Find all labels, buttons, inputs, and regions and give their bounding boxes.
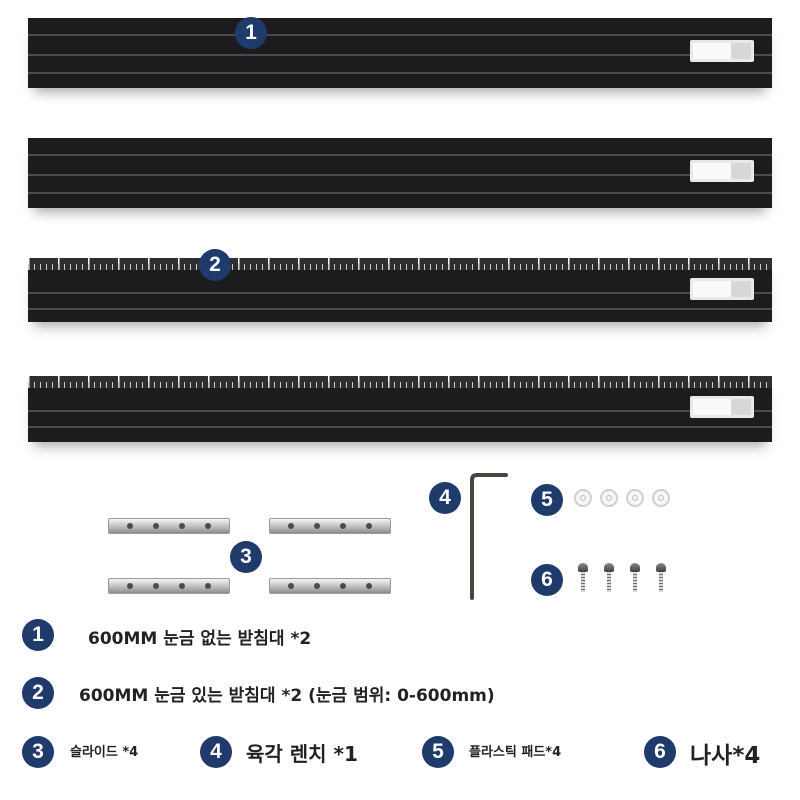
badge-1: 1 xyxy=(235,17,267,49)
rail-groove xyxy=(28,34,772,36)
rail-end-slot xyxy=(690,396,754,418)
screw-icon xyxy=(656,563,668,595)
rail-no-scale-2 xyxy=(28,138,772,208)
slide-bracket-icon xyxy=(108,578,230,594)
legend-badge-5: 5 xyxy=(422,736,454,768)
rail-groove xyxy=(28,54,772,56)
screw-icon xyxy=(630,563,642,595)
rail-groove xyxy=(28,410,772,412)
legend-item-6: 나사*4 xyxy=(690,743,761,769)
rail-scale-markings xyxy=(28,258,772,270)
rail-groove xyxy=(28,192,772,194)
rail-end-slot xyxy=(690,278,754,300)
rail-groove xyxy=(28,72,772,74)
legend-badge-2: 2 xyxy=(22,677,54,709)
rail-with-scale-1 xyxy=(28,258,772,322)
badge-2: 2 xyxy=(199,249,231,281)
rail-groove xyxy=(28,154,772,156)
washer-icon xyxy=(652,489,670,507)
rail-no-scale-1 xyxy=(28,18,772,88)
hex-wrench-icon xyxy=(470,473,508,600)
legend-badge-6: 6 xyxy=(644,736,676,768)
washer-icon xyxy=(626,489,644,507)
legend-badge-3: 3 xyxy=(22,736,54,768)
rail-groove xyxy=(28,174,772,176)
slide-bracket-icon xyxy=(269,518,391,534)
legend-item-2: 600MM 눈금 있는 받침대 *2 (눈금 범위: 0-600mm) xyxy=(79,686,495,706)
washer-icon xyxy=(574,489,592,507)
legend-item-3: 슬라이드 *4 xyxy=(70,745,139,760)
badge-5: 5 xyxy=(531,484,563,516)
rail-groove xyxy=(28,426,772,428)
rail-end-slot xyxy=(690,160,754,182)
rail-groove xyxy=(28,292,772,294)
washer-icon xyxy=(600,489,618,507)
badge-3: 3 xyxy=(230,541,262,573)
slide-bracket-icon xyxy=(269,578,391,594)
screw-icon xyxy=(604,563,616,595)
legend-item-5: 플라스틱 패드*4 xyxy=(469,745,562,760)
rail-scale-markings xyxy=(28,376,772,388)
legend-badge-1: 1 xyxy=(22,619,54,651)
rail-with-scale-2 xyxy=(28,376,772,442)
badge-4: 4 xyxy=(429,482,461,514)
legend-badge-4: 4 xyxy=(200,736,232,768)
rail-end-slot xyxy=(690,40,754,62)
legend-item-1: 600MM 눈금 없는 받침대 *2 xyxy=(88,629,312,649)
slide-bracket-icon xyxy=(108,518,230,534)
screw-icon xyxy=(578,563,590,595)
rail-groove xyxy=(28,308,772,310)
legend-item-4: 육각 렌치 *1 xyxy=(246,742,358,766)
badge-6: 6 xyxy=(531,564,563,596)
